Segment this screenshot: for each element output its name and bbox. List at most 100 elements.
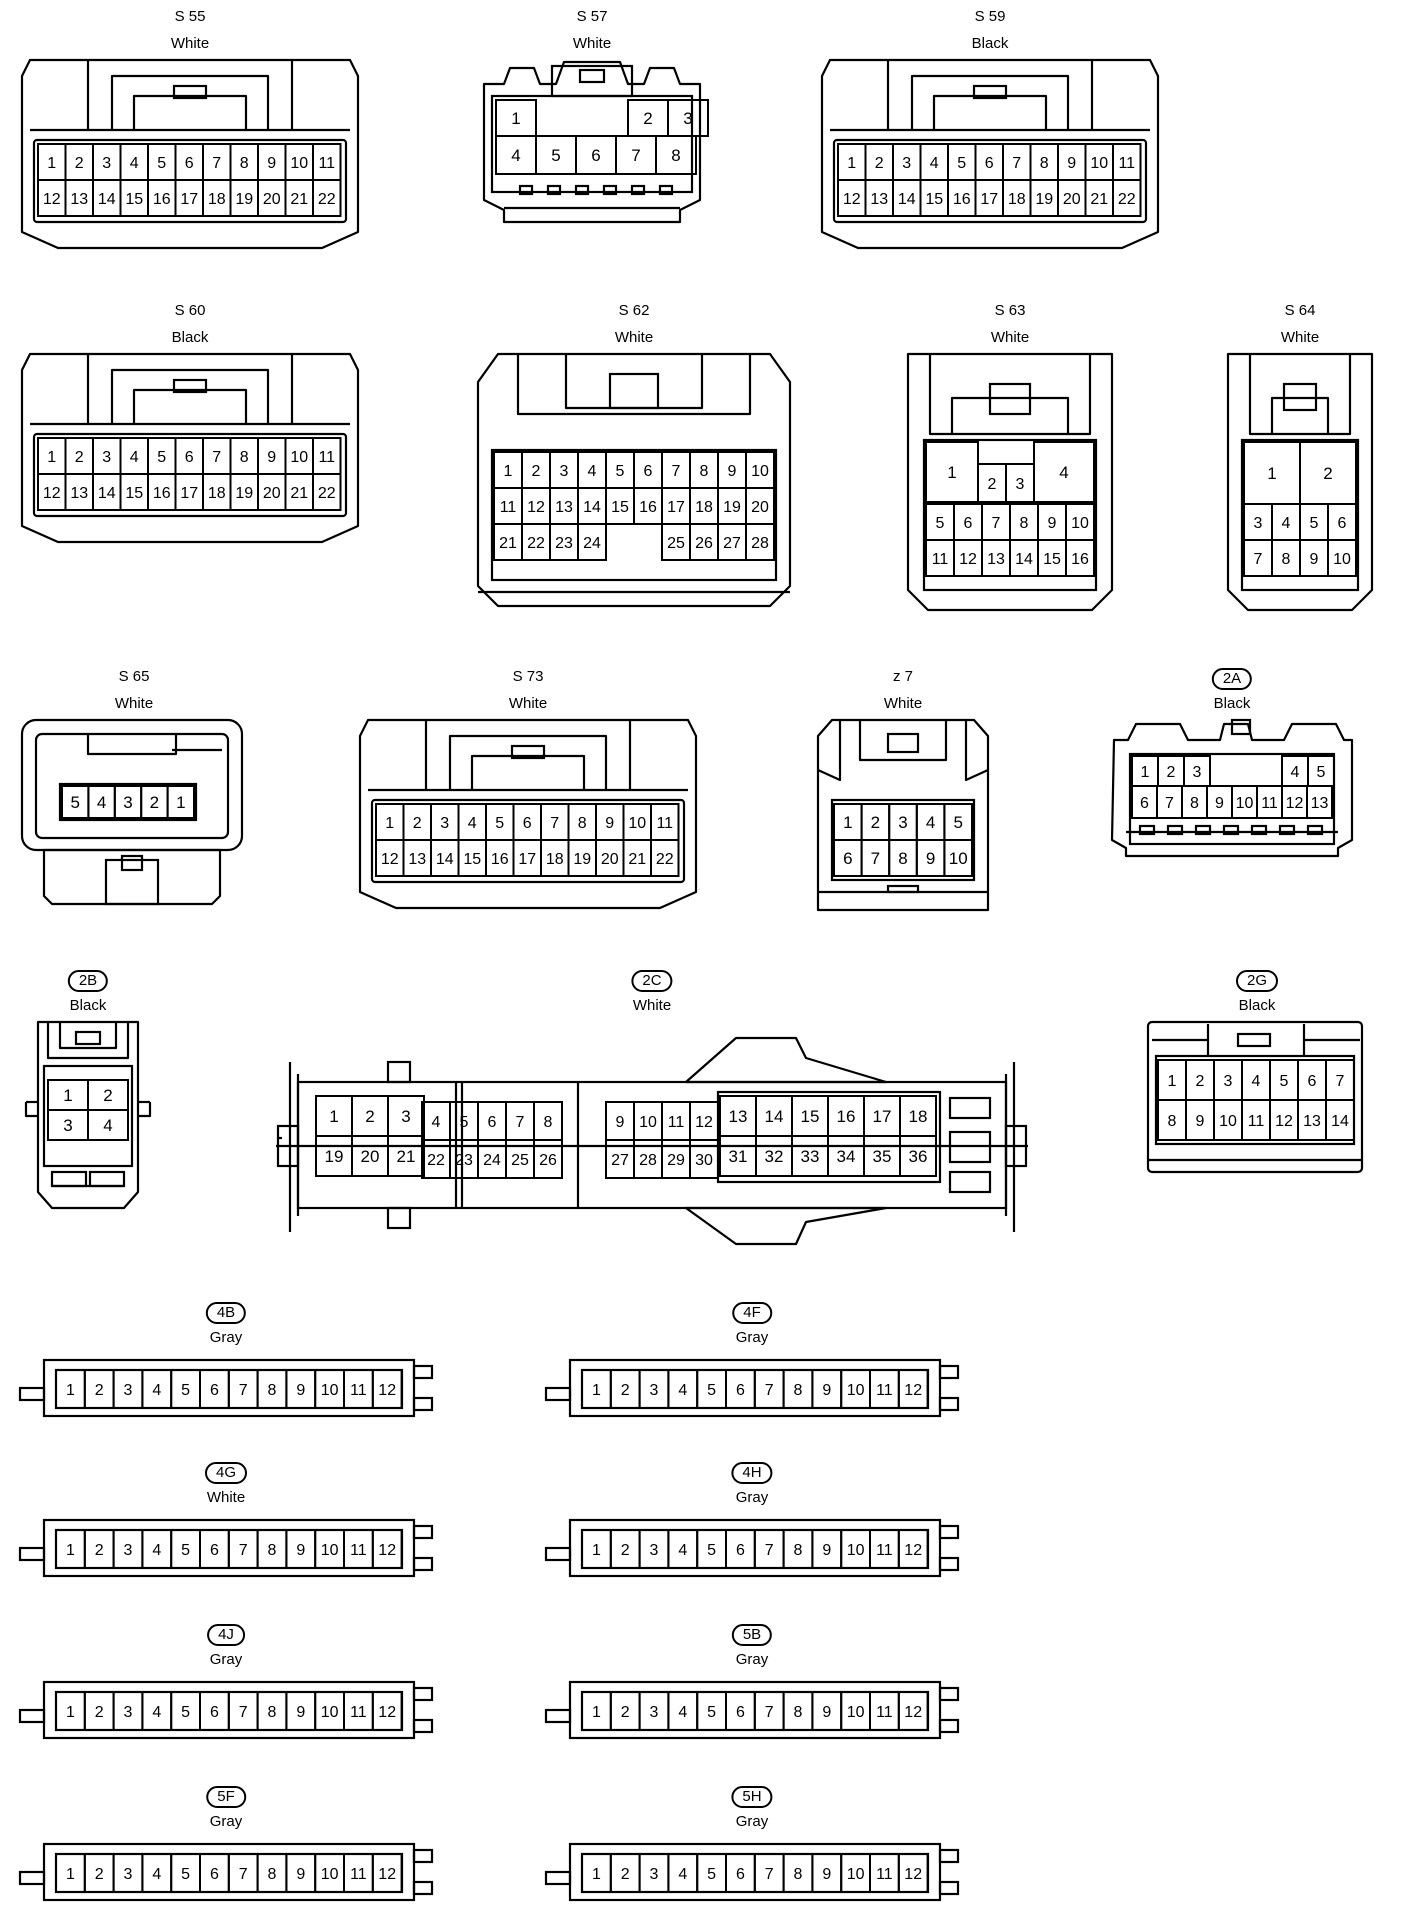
pin-number: 7: [871, 849, 880, 868]
pin-number: 5: [707, 1542, 716, 1559]
pin-number: 30: [695, 1152, 713, 1169]
pin-number: 29: [667, 1152, 685, 1169]
pin-number: 10: [847, 1704, 865, 1721]
pin-block: [490, 94, 694, 194]
pin-cavity: 2: [864, 143, 894, 181]
pin-cavity: 4: [1281, 755, 1309, 787]
pin-cavity: 6: [725, 1691, 756, 1731]
housing-outline: [816, 718, 990, 912]
pin-cavity: 7: [753, 1691, 785, 1731]
pin-number: 1: [66, 1542, 75, 1559]
guide-rib: [948, 1096, 992, 1120]
pin-number: 15: [1043, 551, 1061, 568]
pin-cavity: 12: [953, 539, 983, 577]
connector-code: 4G: [204, 1462, 248, 1484]
pin-number: 15: [125, 485, 143, 502]
pin-number: 17: [180, 191, 198, 208]
pin-number: 9: [822, 1542, 831, 1559]
housing-outline: [358, 718, 698, 910]
pin-number: 12: [904, 1704, 922, 1721]
pin-number: 2: [150, 793, 159, 812]
pin-number: 4: [930, 155, 939, 172]
connector-color: White: [114, 695, 154, 712]
pin-number: 1: [47, 449, 56, 466]
latch-frame: [932, 94, 1048, 130]
pin-cavity: 22: [650, 839, 680, 877]
housing-outline: [476, 352, 792, 608]
pin-cavity: 3: [667, 99, 709, 137]
pin-number: 3: [124, 1704, 133, 1721]
pin-cavity: 13: [1306, 785, 1333, 819]
pin-cavity: 8: [782, 1853, 814, 1893]
pin-number: 6: [843, 849, 852, 868]
guide-rib: [938, 1556, 960, 1572]
pin-number: 5: [957, 155, 966, 172]
pin-cavity: 9: [257, 437, 287, 475]
connector-code: S 59: [974, 8, 1006, 25]
latch-frame: [817, 720, 842, 782]
pin-cell: [577, 523, 607, 561]
pin-number: 7: [672, 463, 681, 480]
terminal-lock: [630, 184, 646, 196]
pin-cavity: 4: [1033, 441, 1095, 503]
pin-number: 16: [837, 1107, 856, 1126]
pin-number: 16: [153, 485, 171, 502]
pin-number: 6: [1338, 515, 1347, 532]
pin-block: [1240, 438, 1360, 592]
housing-outline: [1110, 722, 1354, 858]
pin-cavity: 13: [549, 487, 579, 525]
guide-rib: [938, 1686, 960, 1702]
pin-number: 3: [683, 109, 692, 128]
pin-cell: [166, 785, 196, 819]
pin-cavity: 1: [37, 437, 67, 475]
pin-cavity: 8: [782, 1529, 814, 1569]
pin-cavity: 4: [457, 803, 487, 841]
pin-cavity: 9: [1206, 785, 1233, 819]
housing-outline: [20, 58, 360, 250]
pin-cavity: 1: [1157, 1059, 1187, 1101]
pin-cavity: 16: [1065, 539, 1095, 577]
pin-number: 21: [290, 191, 308, 208]
pin-cavity: 2: [402, 803, 432, 841]
pin-cavity: 11: [343, 1691, 374, 1731]
terminal-lock: [574, 184, 590, 196]
pin-cavity: 14: [1009, 539, 1039, 577]
pin-cavity: 12: [37, 473, 67, 511]
pin-number: 13: [408, 851, 426, 868]
pin-cavity: 10: [1065, 503, 1095, 541]
connector-code: S 64: [1284, 302, 1316, 319]
connector-code: S 55: [174, 8, 206, 25]
connector-code: 2B: [67, 970, 109, 992]
terminal-lock: [546, 184, 562, 196]
latch-frame: [132, 388, 248, 424]
connector-color: White: [572, 35, 612, 52]
pin-number: 10: [847, 1382, 865, 1399]
pin-number: 24: [483, 1152, 501, 1169]
pin-number: 9: [616, 1114, 625, 1131]
pin-number: 12: [378, 1866, 396, 1883]
pin-cavity: 19: [1029, 179, 1059, 217]
connector-code: S 73: [512, 668, 544, 685]
pin-cavity: 5: [449, 1101, 479, 1141]
pin-cavity: 7: [1002, 143, 1032, 181]
pin-number: 7: [992, 515, 1001, 532]
pin-cavity: 6: [1131, 785, 1158, 819]
pin-number: 9: [296, 1542, 305, 1559]
pin-number: 10: [847, 1866, 865, 1883]
pin-cavity: 11: [493, 487, 523, 525]
pin-number: 14: [98, 191, 116, 208]
pin-cavity: 8: [1009, 503, 1039, 541]
pin-cavity: 18: [202, 473, 232, 511]
lock-tab: [172, 84, 208, 100]
pin-cell: [371, 1529, 403, 1569]
pin-cavity: 16: [633, 487, 663, 525]
pin-cavity: 20: [257, 473, 287, 511]
pin-cavity: 13: [64, 473, 94, 511]
pin-number: 31: [729, 1147, 748, 1166]
pin-number: 22: [427, 1152, 445, 1169]
pin-cavity: 9: [811, 1691, 843, 1731]
